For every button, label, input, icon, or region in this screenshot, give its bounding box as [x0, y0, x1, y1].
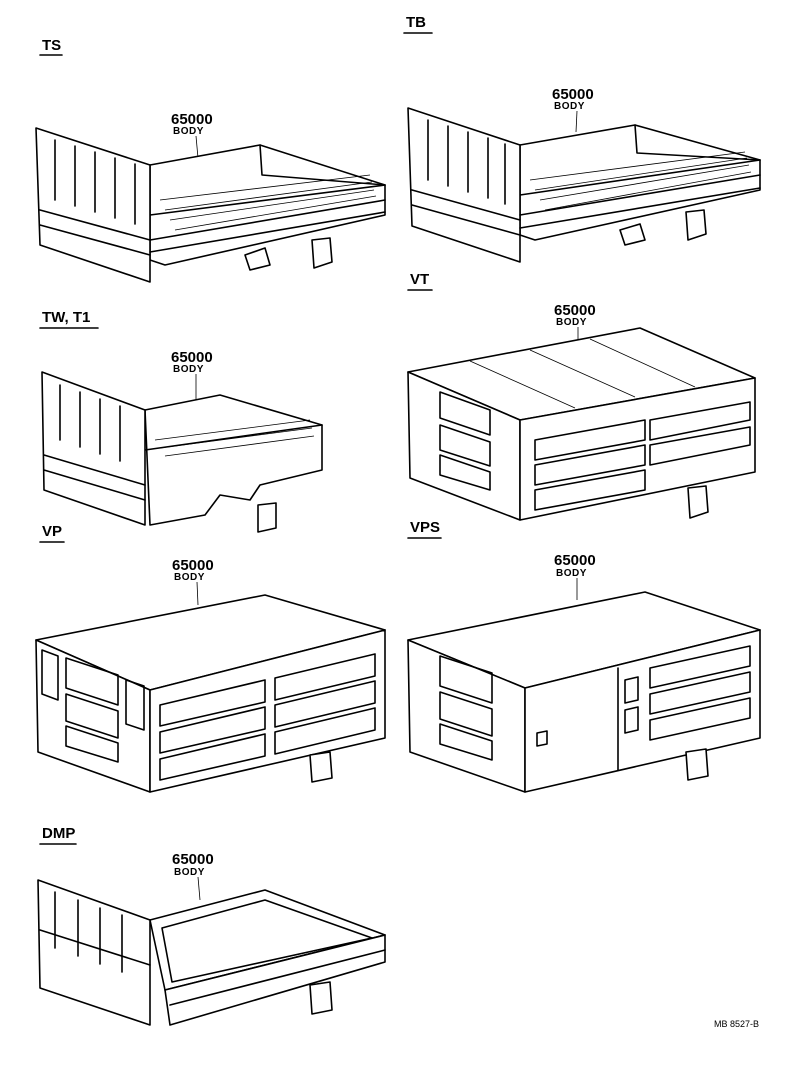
part-name: BODY: [554, 101, 585, 112]
variant-vt: VT 65000 BODY: [407, 271, 756, 521]
dump-bed-drawing: [37, 879, 386, 1026]
reference-code: MB 8527-B: [714, 1019, 759, 1029]
part-number: 65000: [554, 302, 596, 319]
part-name: BODY: [556, 568, 587, 579]
truck-bed-drawing: [407, 107, 761, 263]
variant-ts: TS 65000 BODY: [35, 37, 386, 283]
leader-line: [196, 581, 199, 606]
leader-line: [195, 135, 199, 159]
part-number: 65000: [554, 552, 596, 569]
part-name: BODY: [173, 126, 204, 137]
variant-label: TW, T1: [42, 309, 90, 326]
part-name: BODY: [556, 317, 587, 328]
variant-label: DMP: [42, 825, 75, 842]
van-body-drawing: [407, 591, 761, 793]
part-name: BODY: [173, 364, 204, 375]
variant-dmp: DMP 65000 BODY: [37, 825, 386, 1026]
part-name: BODY: [174, 572, 205, 583]
part-number: 65000: [171, 111, 213, 128]
variant-tw-t1: TW, T1 65000 BODY: [39, 309, 323, 533]
part-number: 65000: [171, 349, 213, 366]
part-number: 65000: [552, 86, 594, 103]
variant-tb: TB 65000 BODY: [403, 14, 761, 263]
truck-bed-drawing: [35, 127, 386, 283]
leader-line: [197, 876, 201, 901]
variant-label: VP: [42, 523, 62, 540]
variant-label: VPS: [410, 519, 440, 536]
variant-label: VT: [410, 271, 429, 288]
canopy-body-drawing: [407, 327, 756, 521]
part-number: 65000: [172, 557, 214, 574]
truck-bed-drawing: [41, 371, 323, 533]
part-name: BODY: [174, 867, 205, 878]
variant-vps: VPS 65000 BODY: [407, 519, 761, 793]
leader-line: [575, 110, 578, 133]
variant-label: TS: [42, 37, 61, 54]
variant-label: TB: [406, 14, 426, 31]
van-body-drawing: [35, 594, 386, 793]
part-number: 65000: [172, 851, 214, 868]
variant-vp: VP 65000 BODY: [35, 523, 386, 793]
